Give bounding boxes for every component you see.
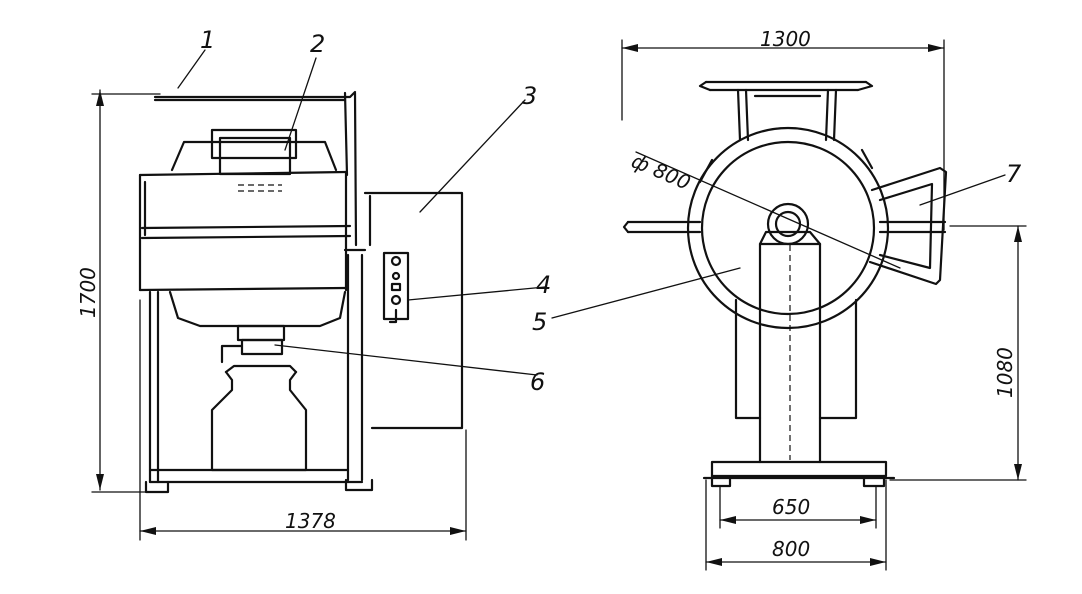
arrow-top (96, 90, 104, 106)
right-post-top (343, 91, 349, 177)
right-foot (344, 478, 374, 492)
arrow-1300-right (928, 44, 944, 52)
left-leg (148, 290, 160, 484)
lower-body (168, 290, 347, 328)
left-foot (144, 480, 170, 494)
leader-7 (919, 174, 1006, 206)
side-bracket-inner (878, 182, 934, 270)
dim-1378: 1378 (285, 509, 336, 533)
base-plate (710, 460, 888, 478)
motor-hood (170, 140, 338, 172)
front-view: 1 2 3 4 6 1700 1378 (76, 26, 551, 541)
label-5: 5 (532, 308, 547, 336)
left-arm (626, 220, 702, 234)
spout-arm (220, 344, 244, 364)
can-lid (224, 364, 298, 374)
spout (240, 338, 284, 356)
coupling (236, 324, 286, 342)
milk-can (210, 370, 308, 472)
leader-5 (551, 267, 741, 319)
right-arm (878, 220, 947, 234)
arrow-1080-top (1014, 226, 1022, 242)
drum-outer (686, 126, 890, 330)
top-bar (153, 90, 357, 99)
housing-bottom (138, 286, 347, 292)
right-post-top-outer (353, 91, 358, 247)
motor-block (210, 128, 298, 160)
arrow-650-left (720, 516, 736, 524)
label-2: 2 (310, 30, 325, 58)
pedestal-cap (758, 230, 822, 246)
leader-1 (177, 49, 206, 89)
dim-800: 800 (772, 537, 810, 561)
panel-button-1[interactable] (391, 271, 401, 281)
arrow-bottom (96, 474, 104, 490)
drum-rim (698, 148, 874, 184)
motor-inner (218, 136, 292, 176)
ext-800 (705, 479, 887, 571)
panel-switch[interactable] (390, 294, 402, 306)
label-4: 4 (536, 271, 551, 299)
arrow-1300-left (622, 44, 638, 52)
dim-diameter: ф 800 (628, 149, 694, 195)
label-6: 6 (530, 368, 545, 396)
panel-lamp[interactable] (390, 255, 402, 267)
hidden-lines (238, 184, 282, 192)
drum-hub (766, 202, 810, 246)
ext-1300 (621, 39, 945, 231)
label-7: 7 (1006, 160, 1022, 188)
leader-4 (407, 286, 546, 301)
dim-650: 650 (772, 495, 810, 519)
right-leg (346, 253, 364, 482)
side-bracket (868, 166, 948, 286)
arrow-right (450, 527, 466, 535)
lower-housing (734, 298, 858, 420)
control-cabinet (363, 191, 464, 430)
arrow-650-right (860, 516, 876, 524)
label-3: 3 (522, 82, 537, 110)
drum-inner (700, 140, 876, 316)
arrow-left (140, 527, 156, 535)
leader-6 (274, 344, 538, 376)
panel-button-2[interactable] (390, 282, 402, 292)
dim-1300: 1300 (760, 27, 811, 51)
top-handle-ends (698, 80, 874, 92)
pedestal (758, 242, 822, 464)
left-arm-tip (622, 220, 630, 234)
panel-cable (388, 308, 398, 324)
housing-top (138, 170, 348, 177)
diameter-line (635, 151, 901, 269)
top-supports (736, 88, 838, 142)
leader-2 (284, 57, 317, 151)
dim-1700: 1700 (76, 267, 100, 318)
top-handle (704, 80, 868, 92)
ext-1080 (889, 225, 1027, 481)
leader-3 (419, 99, 526, 213)
side-view: 1300 ф 800 5 7 (532, 27, 1027, 571)
arrow-1080-bottom (1014, 464, 1022, 480)
dim-1080: 1080 (993, 347, 1017, 398)
label-1: 1 (200, 26, 215, 54)
ext-650 (719, 485, 877, 529)
ext-1378 (139, 299, 467, 541)
housing-mid-band (140, 224, 352, 240)
arrow-800-right (870, 558, 886, 566)
base-feet (710, 474, 886, 488)
arrow-800-left (706, 558, 722, 566)
